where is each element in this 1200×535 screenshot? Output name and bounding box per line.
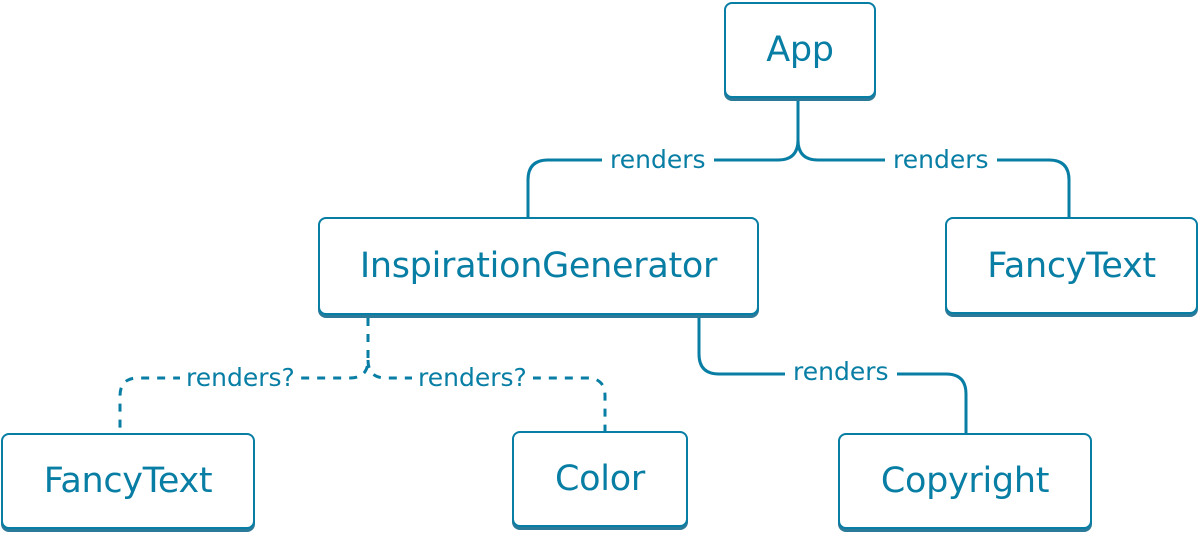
edge-label-app-to-fancy-text: renders: [885, 145, 997, 175]
node-fancy-text-bottom: FancyText: [1, 433, 255, 529]
node-copyright: Copyright: [838, 433, 1092, 529]
node-app: App: [724, 2, 876, 98]
edge-label-inspiration-generator-to-color: renders?: [412, 363, 533, 393]
edge-label-inspiration-generator-to-fancy-text: renders?: [180, 363, 301, 393]
edge-app-to-fancy-text: [796, 139, 1071, 217]
edge-label-app-to-inspiration-generator: renders: [602, 145, 714, 175]
node-fancy-text-top: FancyText: [945, 217, 1198, 314]
edge-inspiration-generator-to-color: [366, 359, 607, 431]
node-color: Color: [512, 431, 688, 527]
edge-label-inspiration-generator-to-copyright: renders: [785, 357, 897, 387]
node-inspiration-generator: InspirationGenerator: [318, 217, 759, 315]
